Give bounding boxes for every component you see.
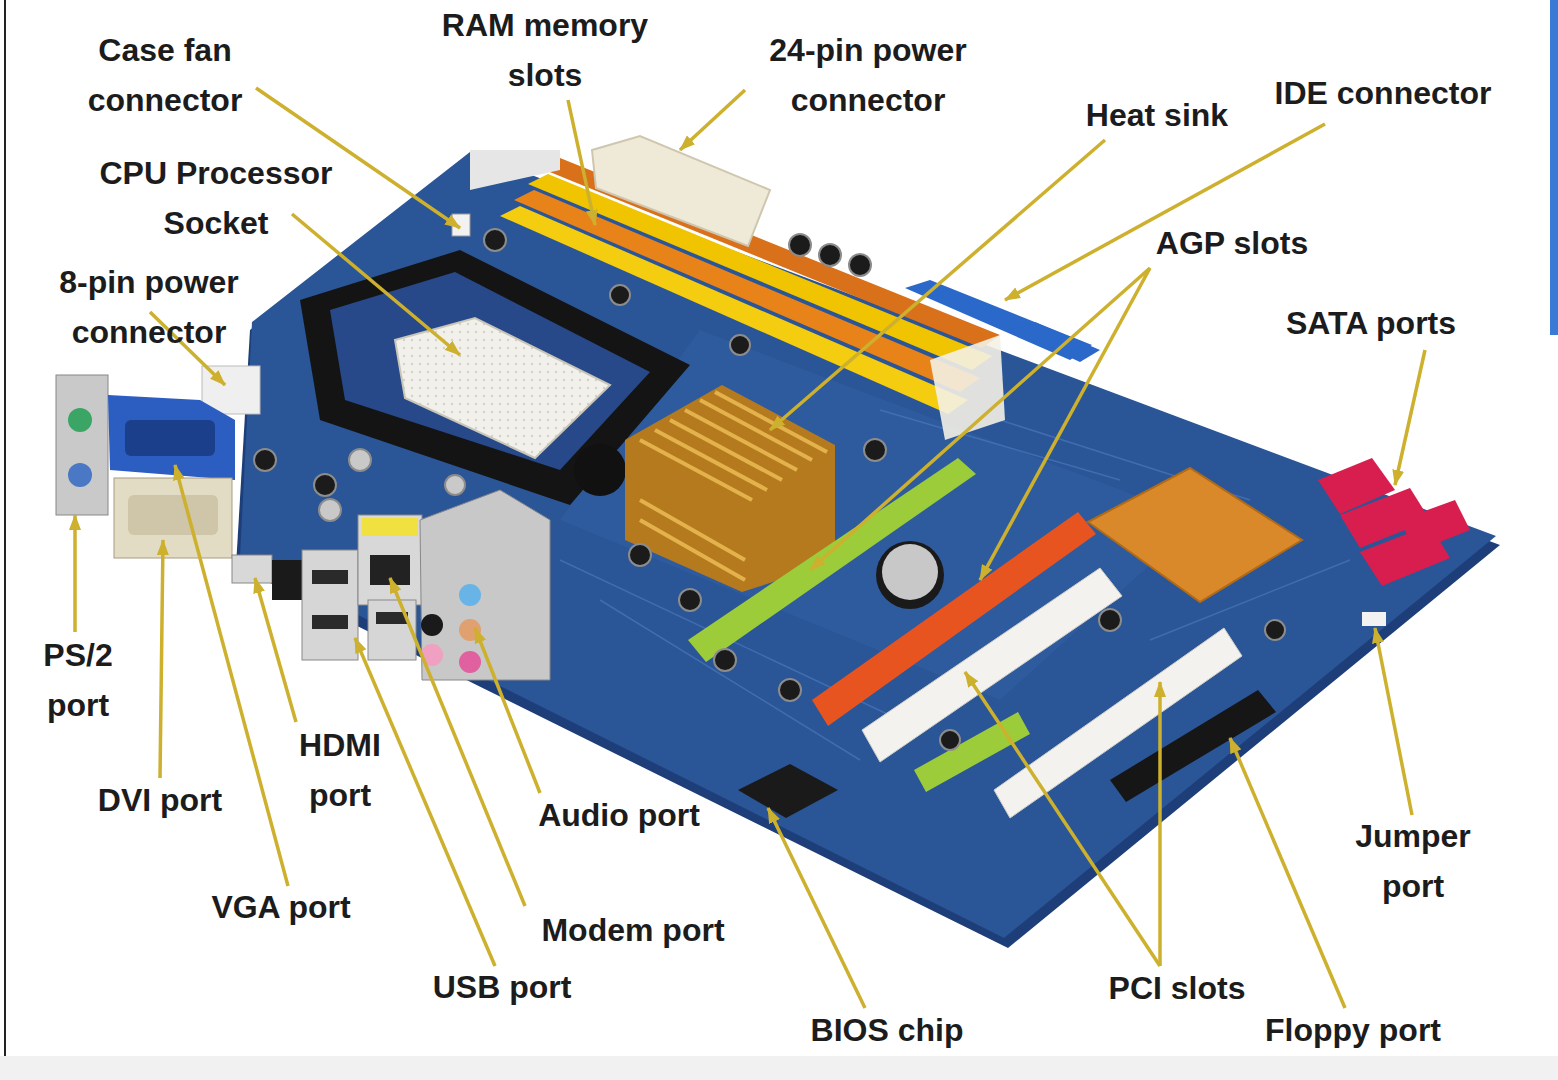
part-label: PS/2 port (28, 630, 128, 730)
part-label: 8-pin power connector (34, 257, 264, 357)
chipset-heatsink (1088, 468, 1302, 602)
part-label: Floppy port (1265, 1005, 1441, 1055)
part-label: Jumper port (1343, 811, 1483, 911)
part-label: BIOS chip (811, 1005, 964, 1055)
jumper (1362, 612, 1386, 626)
part-label: Audio port (538, 790, 700, 840)
part-label: USB port (433, 962, 572, 1012)
bottom-band (0, 1056, 1558, 1080)
bios-chip (738, 764, 838, 818)
power-connector (592, 136, 770, 246)
battery (882, 544, 938, 600)
battery (876, 541, 944, 609)
part-label: RAM memory slots (425, 0, 665, 100)
part-label: VGA port (211, 882, 350, 932)
board (236, 152, 1500, 948)
sata-ports (1318, 458, 1470, 586)
part-label: PCI slots (1109, 963, 1246, 1013)
part-label: Case fan connector (65, 25, 265, 125)
part-label: SATA ports (1286, 298, 1456, 348)
capacitors (254, 229, 1285, 750)
part-label: Modem port (541, 905, 724, 955)
part-label: CPU Processor Socket (71, 148, 361, 248)
part-label: DVI port (98, 775, 222, 825)
part-label: IDE connector (1275, 68, 1492, 118)
part-label: 24-pin power connector (748, 25, 988, 125)
ide-connector (1010, 322, 1100, 362)
leader-lines (75, 88, 1425, 1008)
part-label: Heat sink (1086, 90, 1228, 140)
edge-band (1550, 0, 1558, 335)
pcie-slot (914, 712, 1030, 792)
fan-header (470, 150, 560, 190)
part-label: HDMI port (285, 720, 395, 820)
part-label: AGP slots (1156, 218, 1308, 268)
frame-line (4, 0, 6, 1056)
heat-sink (625, 385, 835, 592)
